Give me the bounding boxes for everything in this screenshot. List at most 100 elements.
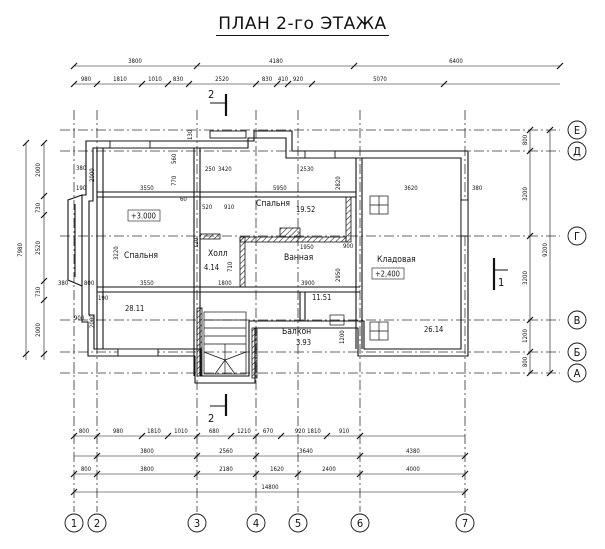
plan-title: ПЛАН 2-го ЭТАЖА [216,14,389,36]
dims-top: 3800 4180 6400 980 1810 1010 830 2520 83… [81,58,464,83]
dim-bottom-3: 800 [81,466,92,473]
interior-wall-h3 [246,191,356,198]
dim-inner: 710 [227,261,234,272]
room-labels: +3.000 Спальня 28.11 Холл 4.14 Спальня 1… [124,199,443,347]
dim-bottom-1: 1810 [147,428,161,435]
dim-left: 2000 [35,323,42,337]
dim-top-2: 830 [262,76,273,83]
dim-right: 3200 [522,271,529,285]
dim-inner: 380 [472,185,483,192]
dim-inner: 910 [224,204,235,211]
dim-bottom-2: 3800 [140,448,154,455]
dim-inner: 120 [193,237,200,248]
dimension-lines [25,65,560,493]
stair [203,311,247,375]
dim-bottom-2: 2560 [219,448,233,455]
axis-label-4: 4 [253,517,259,530]
dim-inner: 770 [171,175,178,186]
dim-inner: 900 [74,315,85,322]
room-area-hall: 4.14 [204,263,219,272]
dim-bottom-3: 4000 [406,466,420,473]
dim-bottom-total: 14800 [261,484,279,491]
interior-wall-h2 [97,286,360,293]
axis-label-G: Г [574,230,580,243]
walls [67,130,469,384]
dim-inner: 3550 [140,280,154,287]
room-name-balcony: Балкон [282,327,311,337]
grid-axes [60,110,560,512]
interior-wall-2 [96,148,104,349]
axis-label-D: Д [573,145,581,158]
dim-bottom-1: 1010 [174,428,188,435]
dim-inner: 520 [202,204,213,211]
dim-right: 800 [522,356,529,367]
dim-inner: 800 [84,280,95,287]
axis-label-5: 5 [295,517,301,530]
room-name-storage: Кладовая [377,255,416,265]
room-area-bedroom-1: 28.11 [125,304,144,313]
dim-inner: 3220 [113,246,120,260]
dim-right: 3200 [522,187,529,201]
axis-label-3: 3 [194,517,200,530]
dim-left-total: 7980 [17,243,24,257]
dim-top-1: 4180 [269,58,283,65]
dim-inner: 3550 [140,185,154,192]
dim-inner: 380 [58,280,69,287]
dim-top-1: 3800 [128,58,142,65]
dim-top-2: 5070 [373,76,387,83]
section-mark-1-right: 1 [498,276,504,289]
dims-right: 800 3200 3200 1200 800 9200 [522,134,549,367]
axis-label-B: Б [574,346,581,359]
room-name-hall: Холл [208,249,228,259]
interior-wall-6 [355,158,363,349]
dim-bottom-1: 910 [339,428,350,435]
dim-inner: 2000 [89,168,96,182]
room-name-bedroom-1: Спальня [124,251,158,261]
dims-inner: 3550 3550 3420 5950 2530 3620 3220 1950 … [58,129,483,344]
dim-inner: 3620 [404,185,418,192]
dim-bottom-1: 670 [263,428,274,435]
windows [109,130,469,357]
dim-bottom-1: 980 [113,428,124,435]
dim-bottom-1: 920 [295,428,306,435]
dim-bottom-2: 4380 [406,448,420,455]
dims-left: 7980 2000 730 2520 730 2000 [17,163,42,337]
dim-inner: 1950 [300,244,314,251]
bay-window [67,194,83,287]
shafts [329,195,389,341]
interior-wall-h1 [97,191,246,198]
room-area-corner: 26.14 [424,325,443,334]
dim-inner: 130 [187,129,194,140]
partitions [196,196,352,379]
dim-bottom-3: 2400 [322,466,336,473]
dim-inner: 1200 [339,330,346,344]
dim-inner: 3900 [301,280,315,287]
room-name-bedroom-2: Спальня [256,199,290,209]
interior-wall-5 [299,292,306,321]
dim-inner: 1800 [218,280,232,287]
dim-top-2: 410 [278,76,289,83]
room-area-balcony: 3.93 [296,338,311,347]
dim-bottom-2: 3640 [299,448,313,455]
dim-inner: 3420 [218,166,232,173]
dim-inner: 380 [76,165,87,172]
dim-left: 730 [35,202,42,213]
axis-label-A: А [574,367,581,380]
axis-labels: 1 2 3 4 5 6 7 Е Д Г В Б А [71,124,581,530]
dim-bottom-3: 2180 [219,466,233,473]
dim-bottom-1: 680 [209,428,220,435]
dims-bottom: 800 980 1810 1010 680 1210 670 920 1810 … [79,428,421,491]
dim-inner: 190 [76,185,87,192]
dim-inner: 60 [180,196,187,203]
axis-label-7: 7 [462,517,468,530]
dim-top-2: 1810 [113,76,127,83]
axis-label-E: Е [574,124,580,137]
dim-top-2: 920 [293,76,304,83]
axis-bubbles [64,120,587,533]
section-marks [224,94,496,416]
room-area-storage: +2,400 [375,270,400,279]
room-area-bathroom: 11.51 [312,293,331,302]
room-area-bedroom-2: 19.52 [296,205,315,214]
axis-label-V: В [574,314,581,327]
